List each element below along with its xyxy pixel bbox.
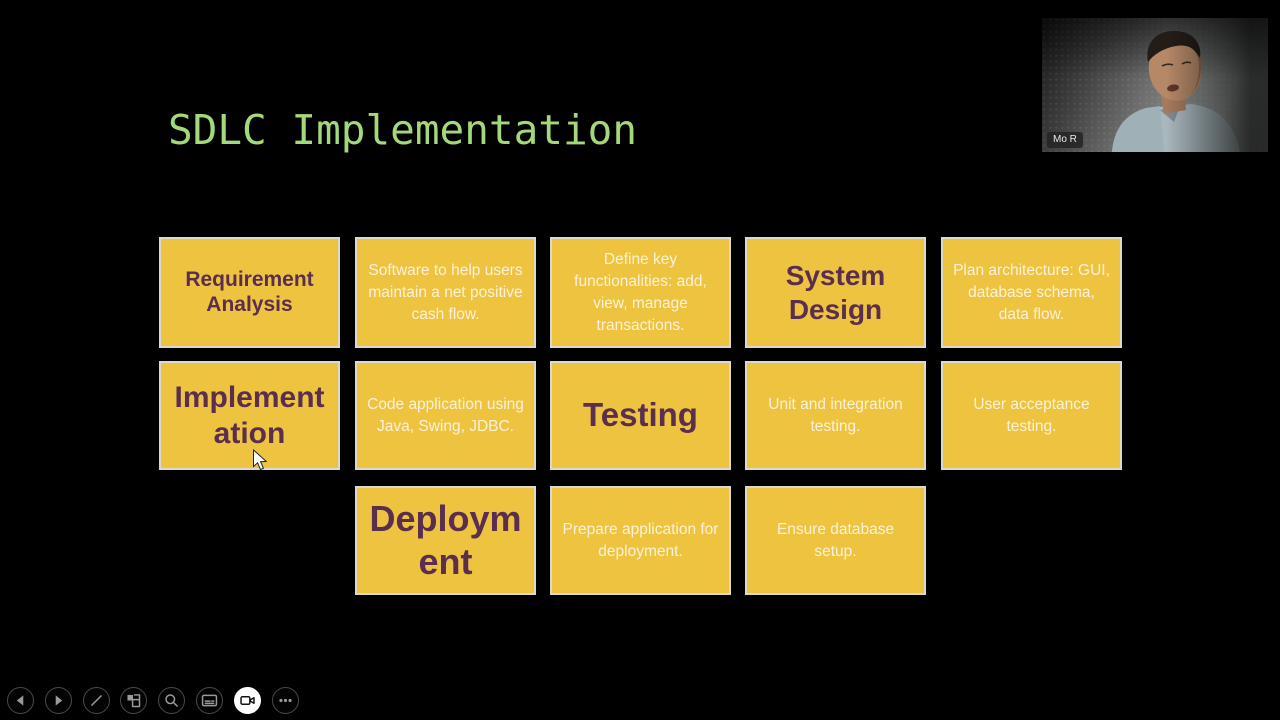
card-text: Define key functionalities: add, view, m… — [574, 250, 707, 334]
card-text: Deployment — [369, 498, 522, 582]
card-text: Unit and integration testing. — [768, 395, 903, 435]
slide-title: SDLC Implementation — [168, 106, 637, 154]
card-testing: Testing — [550, 361, 731, 470]
card-implementation: Implementation — [159, 361, 340, 470]
more-icon — [278, 698, 292, 703]
previous-slide-button[interactable] — [7, 687, 34, 714]
zoom-icon — [165, 694, 179, 707]
card-text: Requirement Analysis — [185, 267, 314, 316]
card-unit-and-integration-testing: Unit and integration testing. — [745, 361, 926, 470]
see-all-slides-button[interactable] — [120, 687, 148, 714]
card-text: Software to help users maintain a net po… — [368, 261, 523, 323]
pen-icon — [90, 695, 102, 706]
camera-icon — [240, 696, 255, 705]
card-text: Ensure database setup. — [776, 520, 895, 560]
card-text: Prepare application for deployment. — [562, 520, 719, 560]
webcam-overlay: Mo R — [1042, 18, 1268, 152]
next-slide-button[interactable] — [44, 687, 72, 714]
captions-icon — [201, 694, 218, 707]
zoom-slide-button[interactable] — [158, 687, 186, 714]
card-text: Plan architecture: GUI, database schema,… — [953, 261, 1110, 323]
next-icon — [55, 695, 63, 706]
card-software-to-help-users-maint: Software to help users maintain a net po… — [355, 237, 536, 348]
grid-icon — [127, 694, 141, 708]
card-prepare-application-for-depl: Prepare application for deployment. — [550, 486, 731, 595]
more-options-button[interactable] — [271, 687, 299, 714]
prev-icon — [16, 695, 24, 706]
card-ensure-database-setup: Ensure database setup. — [745, 486, 926, 595]
camera-button[interactable] — [233, 687, 261, 714]
card-code-application-using-java-: Code application using Java, Swing, JDBC… — [355, 361, 536, 470]
card-requirement-analysis: Requirement Analysis — [159, 237, 340, 348]
card-define-key-functionalities-a: Define key functionalities: add, view, m… — [550, 237, 731, 348]
captions-button[interactable] — [196, 687, 223, 714]
card-text: Code application using Java, Swing, JDBC… — [367, 395, 524, 435]
card-plan-architecture-gui-databa: Plan architecture: GUI, database schema,… — [941, 237, 1122, 348]
pen-tools-button[interactable] — [82, 687, 110, 714]
webcam-shading-right — [1042, 18, 1268, 152]
card-text: System Design — [785, 260, 886, 325]
card-user-acceptance-testing: User acceptance testing. — [941, 361, 1122, 470]
card-system-design: System Design — [745, 237, 926, 348]
card-deployment: Deployment — [355, 486, 536, 595]
participant-name-badge: Mo R — [1047, 132, 1083, 148]
card-text: Testing — [583, 396, 698, 434]
card-text: Implementation — [174, 381, 325, 450]
card-text: User acceptance testing. — [973, 395, 1090, 435]
